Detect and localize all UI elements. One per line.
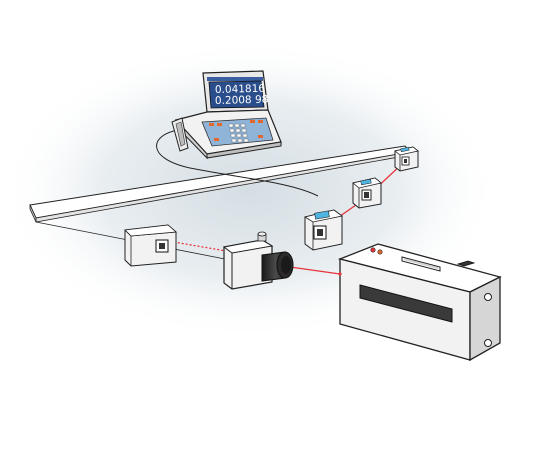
function-keys[interactable] (209, 120, 263, 141)
interferometer-optic-icon (261, 251, 294, 282)
reflector-block-near (303, 209, 343, 251)
number-keys[interactable] (228, 123, 249, 143)
interferometer-head (222, 231, 294, 290)
side-connector-upper (484, 293, 492, 301)
laser-source-unit (337, 243, 502, 362)
reflector-block-mid (352, 177, 382, 209)
controller-screen (208, 80, 265, 109)
controller-cable (156, 129, 319, 197)
indicator-orange (377, 249, 383, 255)
laser-source-window (359, 284, 453, 323)
reflector-block-far (394, 146, 419, 172)
display-line-2: 0.2008 98 (215, 94, 269, 107)
sensor-block-left (124, 224, 177, 267)
laser-source-icon (338, 272, 342, 276)
side-connector-lower (484, 339, 492, 347)
indicator-red (370, 247, 376, 253)
controller-unit: 0.041816 0.2008 98 (171, 70, 282, 160)
controller-brand-strip (207, 77, 263, 81)
display-line-1: 0.041816 (215, 83, 266, 96)
power-switch[interactable] (456, 260, 476, 267)
